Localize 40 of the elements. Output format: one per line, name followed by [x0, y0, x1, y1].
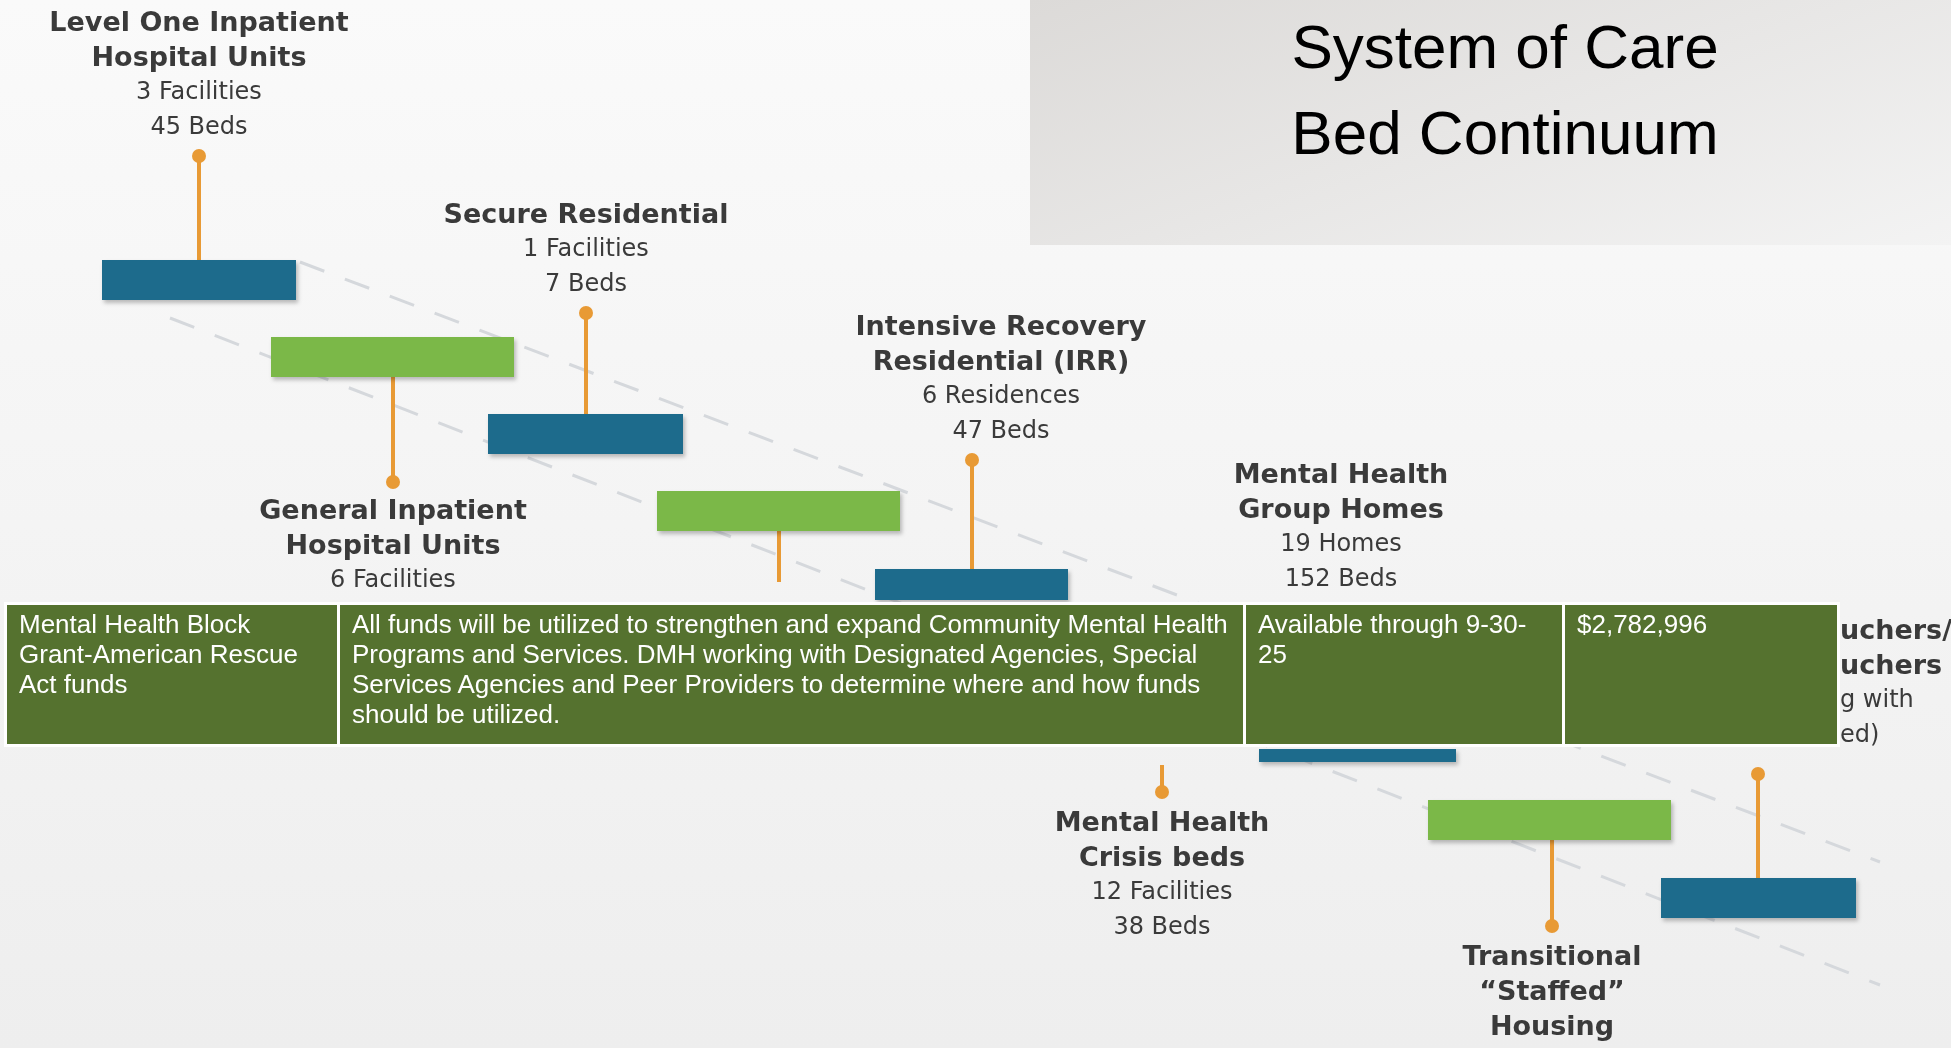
level-heading: Intensive Recovery Residential (IRR)	[854, 309, 1148, 378]
pin-line	[1751, 767, 1765, 878]
table-cell: Available through 9-30-25	[1246, 605, 1565, 744]
pin-line	[579, 306, 593, 414]
level-heading: Mental Health Crisis beds	[1053, 805, 1271, 874]
level-heading: Transitional “Staffed” Housing	[1461, 939, 1643, 1043]
level-detail: g with ed)	[1840, 684, 1915, 750]
level-detail: 19 Homes	[1279, 528, 1403, 559]
step-bar	[102, 260, 296, 300]
level-heading: General Inpatient Hospital Units	[258, 493, 528, 562]
level-detail: 3 Facilities	[135, 76, 263, 107]
level-detail: 6 Residences	[920, 380, 1082, 411]
table-cell: $2,782,996	[1565, 605, 1840, 744]
step-bar	[271, 337, 514, 377]
level-heading: Level One Inpatient Hospital Units	[48, 5, 350, 74]
level-detail: 12 Facilities	[1090, 876, 1234, 907]
level-detail: 45 Beds	[149, 111, 249, 142]
step-bar	[875, 569, 1068, 600]
step-bar	[1661, 878, 1856, 918]
step-bar	[1259, 749, 1456, 762]
level-heading: Mental Health Group Homes	[1232, 457, 1450, 526]
step-bar	[1428, 800, 1671, 840]
pin-line	[1155, 765, 1169, 799]
pin-line	[1545, 840, 1559, 933]
pin-line	[386, 377, 400, 489]
step-bar	[488, 414, 683, 454]
level-heading: Secure Residential	[442, 197, 730, 231]
level-detail: 6 Facilities	[329, 564, 457, 595]
level-detail: 152 Beds	[1283, 563, 1399, 594]
level-detail: 7 Beds	[544, 268, 628, 299]
title: System of Care Bed Continuum	[1290, 11, 1720, 169]
table-cell: All funds will be utilized to strengthen and expand Community Mental Health Programs and Services. DMH working with Designated Agencies, Special Services Agencies and Peer Providers to determine where and how funds should be utilized.	[340, 605, 1246, 744]
step-bar	[657, 491, 900, 531]
level-detail: 1 Facilities	[522, 233, 650, 264]
level-detail: 38 Beds	[1112, 911, 1212, 942]
pin-line	[192, 149, 206, 260]
pin-line	[777, 531, 781, 582]
pin-line	[965, 453, 979, 569]
level-detail: 47 Beds	[951, 415, 1051, 446]
table-cell: Mental Health Block Grant-American Rescue Act funds	[7, 605, 340, 744]
